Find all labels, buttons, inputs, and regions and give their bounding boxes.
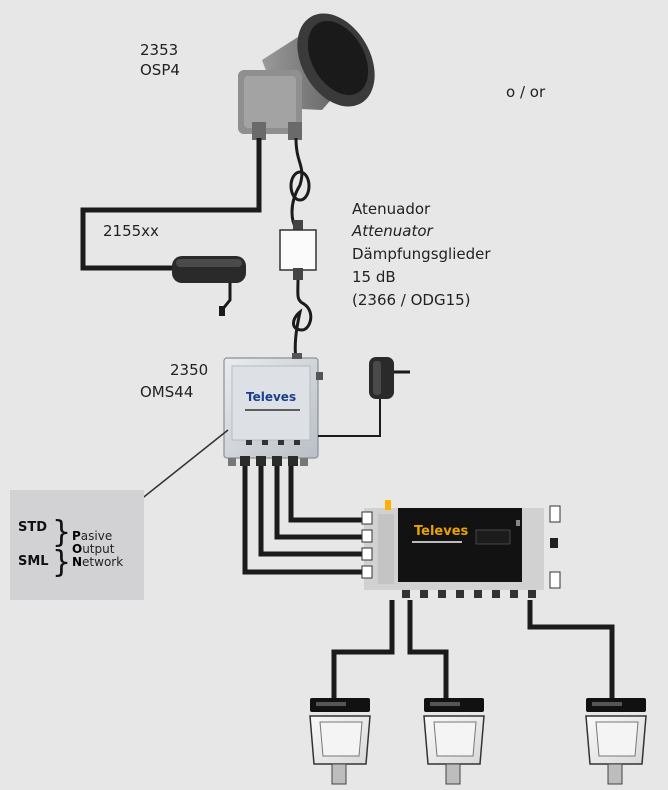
pon-word-output: Output (72, 542, 115, 556)
multiswitch-brand-logo: Televes (414, 524, 469, 539)
brace-top-icon: } (52, 515, 72, 550)
power-adapter-icon (172, 256, 246, 316)
attenuator-codes-label: (2366 / ODG15) (352, 291, 471, 309)
cable-code-label: 2155xx (103, 222, 159, 240)
or-label: o / or (506, 83, 546, 101)
switch-code-label: 2350 (170, 361, 209, 379)
lnb-model-label: OSP4 (140, 61, 180, 79)
attenuator-label-en: Attenuator (352, 222, 433, 240)
brace-bottom-icon: } (52, 545, 72, 580)
optical-fiber-top (290, 137, 304, 229)
switch-power-adapter-icon (369, 357, 410, 399)
power-cable (80, 138, 262, 271)
coax-cables (242, 466, 364, 575)
receiver-tv-3 (585, 698, 647, 785)
attenuator-device (279, 220, 317, 280)
switch-brand-logo: Televes (246, 390, 297, 404)
switch-power-cable (318, 395, 381, 437)
attenuator-label-de: Dämpfungsglieder (352, 245, 491, 263)
attenuator-value-label: 15 dB (352, 268, 396, 286)
optical-fiber-bottom (292, 279, 313, 361)
pon-word-network: Network (72, 555, 124, 569)
callout-line (129, 429, 229, 509)
multiswitch-device (361, 500, 561, 598)
attenuator-label-es: Atenuador (352, 200, 431, 218)
receiver-tv-1 (309, 698, 371, 785)
receiver-tv-2 (423, 698, 485, 785)
lnb-code-label: 2353 (140, 41, 179, 59)
output-cables (331, 600, 615, 700)
optical-lnb (238, 13, 375, 140)
pon-callout-box: STD SML } } Pasive Output Network (10, 490, 144, 600)
optical-switch-device (223, 353, 323, 466)
switch-model-label: OMS44 (140, 383, 194, 401)
pon-word-pasive: Pasive (72, 529, 113, 543)
sml-label: SML (18, 554, 49, 569)
std-label: STD (18, 520, 48, 535)
